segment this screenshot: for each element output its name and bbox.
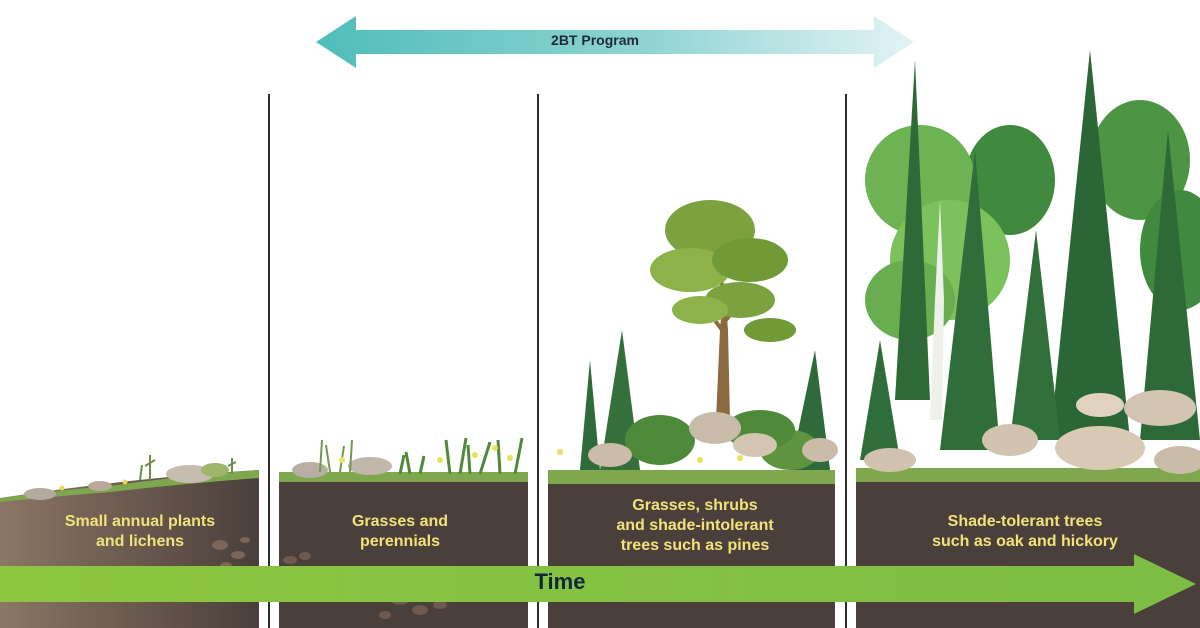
stage-2-soil [279, 478, 528, 628]
stage-3-label: Grasses, shrubs and shade-intolerant tre… [616, 497, 774, 554]
program-arrow [316, 16, 914, 68]
stage-4-ground [856, 468, 1200, 482]
time-arrow [0, 554, 1196, 614]
stage-4-forest [860, 50, 1200, 474]
stage-2-label: Grasses and perennials [351, 513, 449, 550]
stage-3-soil [548, 482, 835, 628]
stage-2-plants [292, 437, 524, 478]
stage-2-ground [279, 472, 528, 482]
stage-1-label: Small annual plants and lichens [64, 513, 216, 550]
stage-4-label: Shade-tolerant trees such as oak and hic… [932, 513, 1118, 550]
time-label: Time [534, 569, 586, 594]
program-label: 2BT Program [551, 32, 639, 48]
stage-3-ground [548, 470, 835, 484]
stage-3-trees [557, 200, 838, 470]
stage-1-plants [24, 455, 237, 500]
